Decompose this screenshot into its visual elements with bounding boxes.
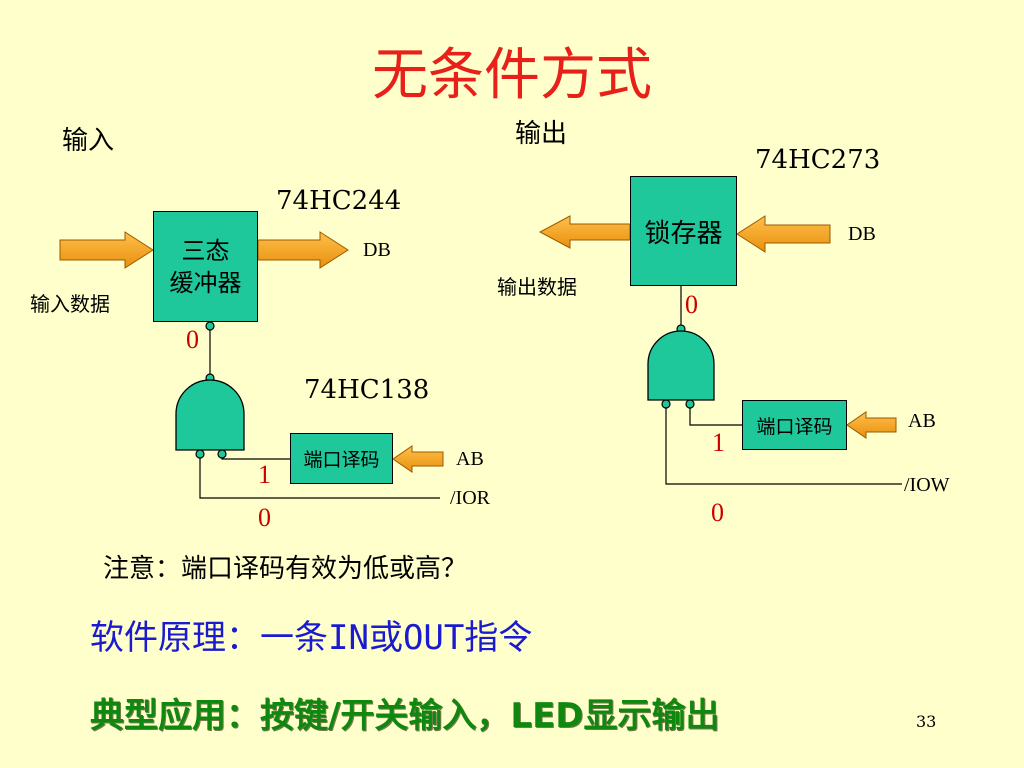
page-number: 33	[916, 712, 937, 731]
output-decoder-box: 端口译码	[742, 400, 847, 450]
latch-box: 锁存器	[630, 176, 737, 286]
output-ab-label: AB	[908, 410, 936, 432]
input-db-arrow	[257, 231, 349, 269]
chip-74hc273: 74HC273	[755, 145, 881, 175]
chip-74hc244: 74HC244	[276, 186, 402, 216]
input-gate-bit: 0	[186, 325, 199, 354]
input-decoder-box: 端口译码	[290, 433, 393, 484]
output-ctrl-bit: 0	[711, 498, 724, 527]
output-data-arrow	[538, 215, 631, 249]
input-db-label: DB	[363, 239, 391, 261]
latch-label: 锁存器	[644, 218, 723, 249]
note-question: 注意：端口译码有效为低或高？	[103, 554, 468, 584]
tristate-buffer-box: 三态 缓冲器	[153, 211, 258, 322]
input-data-label: 输入数据	[30, 292, 110, 316]
output-gate-bit: 0	[685, 290, 698, 319]
output-decoder-bit: 1	[712, 428, 725, 457]
ior-label: /IOR	[450, 487, 490, 509]
iow-label: /IOW	[904, 474, 950, 496]
input-decoder-label: 端口译码	[303, 449, 380, 471]
input-decoder-bit: 1	[258, 460, 271, 489]
input-ctrl-bit: 0	[258, 503, 271, 532]
output-decoder-wire	[689, 408, 742, 426]
buffer-enable-bubble	[205, 321, 215, 331]
buffer-label-line2: 缓冲器	[169, 268, 242, 297]
output-heading: 输出	[515, 119, 568, 149]
note-application: 典型应用：按键/开关输入，LED显示输出	[90, 696, 720, 736]
chip-74hc138: 74HC138	[304, 375, 430, 405]
ior-wire	[199, 458, 440, 499]
input-data-arrow	[59, 231, 154, 269]
output-data-label: 输出数据	[497, 275, 577, 299]
input-decoder-wire	[221, 458, 290, 460]
output-ab-arrow	[846, 411, 897, 439]
output-gate	[647, 330, 715, 401]
output-db-label: DB	[848, 223, 876, 245]
input-gate	[175, 379, 245, 451]
input-ab-label: AB	[456, 448, 484, 470]
iow-wire	[665, 408, 902, 485]
input-ab-arrow	[392, 445, 444, 473]
note-software: 软件原理：一条IN或OUT指令	[90, 618, 533, 658]
output-decoder-label: 端口译码	[756, 415, 833, 438]
output-db-arrow	[736, 215, 831, 253]
slide-title: 无条件方式	[372, 43, 652, 108]
buffer-label-line1: 三态	[181, 236, 230, 265]
input-heading: 输入	[62, 126, 115, 156]
